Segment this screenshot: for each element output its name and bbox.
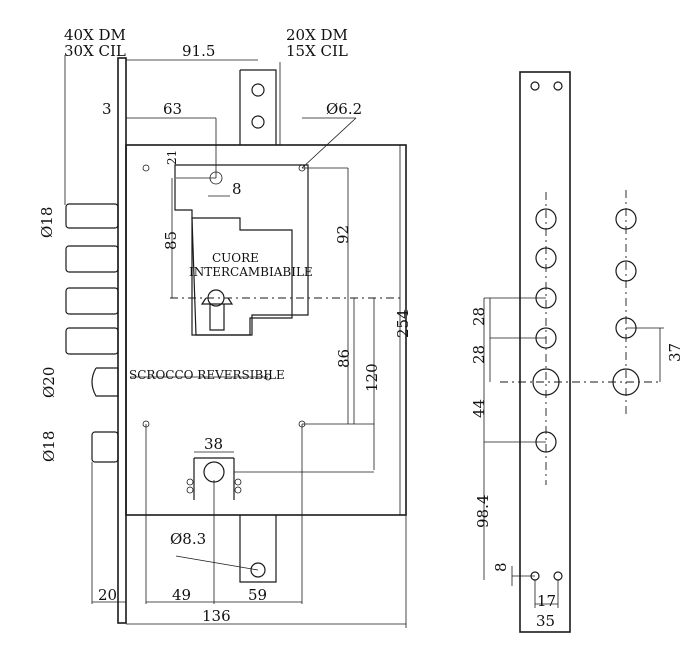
faceplate bbox=[117, 57, 127, 624]
dim-21: 21 bbox=[165, 150, 179, 165]
reversible-latch bbox=[91, 367, 119, 397]
small-hole bbox=[234, 478, 242, 486]
dim-120: 120 bbox=[363, 363, 381, 392]
label-40x-dm: 40X DM bbox=[64, 26, 126, 44]
dim-phi-18-top: Ø18 bbox=[38, 207, 56, 238]
label-30x-cil: 30X CIL bbox=[64, 42, 126, 60]
bolt-1 bbox=[65, 203, 119, 229]
dim-phi-18-bottom: Ø18 bbox=[40, 431, 58, 462]
dimension-lines-right bbox=[483, 297, 664, 633]
dim-8-right: 8 bbox=[492, 562, 510, 572]
faceplate-side bbox=[519, 71, 571, 633]
dim-28-a: 28 bbox=[470, 307, 488, 326]
dim-59: 59 bbox=[248, 586, 267, 604]
bottom-hole bbox=[250, 562, 266, 578]
dim-phi-20: Ø20 bbox=[40, 367, 58, 398]
dim-92: 92 bbox=[334, 225, 352, 244]
small-hole bbox=[186, 478, 194, 486]
dim-3: 3 bbox=[102, 100, 112, 118]
dim-phi-8-3: Ø8.3 bbox=[170, 530, 206, 548]
dim-86: 86 bbox=[335, 349, 353, 368]
dimension-lines-left bbox=[64, 55, 407, 628]
dim-49: 49 bbox=[172, 586, 191, 604]
tab-hole-1 bbox=[251, 83, 265, 97]
dim-136: 136 bbox=[202, 607, 231, 625]
dim-8-top: 8 bbox=[232, 180, 242, 198]
dim-17: 17 bbox=[537, 592, 556, 610]
label-scrocco-reversibile: SCROCCO REVERSIBILE bbox=[129, 368, 285, 382]
mount-hole bbox=[142, 164, 150, 172]
deadbolt-small bbox=[91, 431, 119, 463]
lock-case bbox=[125, 144, 407, 516]
dim-20: 20 bbox=[98, 586, 117, 604]
core-window bbox=[174, 164, 309, 336]
label-15x-cil: 15X CIL bbox=[286, 42, 348, 60]
faceplate-view bbox=[500, 71, 660, 633]
dim-35: 35 bbox=[536, 612, 555, 630]
right-view-labels: 28 28 44 98.4 37 8 17 35 bbox=[470, 307, 684, 630]
left-view-labels: 40X DM 30X CIL 20X DM 15X CIL 91.5 3 63 … bbox=[38, 26, 412, 625]
dim-98-4: 98.4 bbox=[474, 495, 492, 528]
label-20x-dm: 20X DM bbox=[286, 26, 348, 44]
small-hole bbox=[186, 486, 194, 494]
dim-28-b: 28 bbox=[470, 345, 488, 364]
tab-hole-2 bbox=[251, 115, 265, 129]
label-intercambiabile: INTERCAMBIABILE bbox=[189, 265, 313, 279]
bolt-3 bbox=[65, 287, 119, 315]
dim-91-5: 91.5 bbox=[182, 42, 215, 60]
dim-85: 85 bbox=[162, 231, 180, 250]
small-hole bbox=[234, 486, 242, 494]
dim-37: 37 bbox=[666, 343, 684, 362]
bolt-4 bbox=[65, 327, 119, 355]
dim-phi-6-2: Ø6.2 bbox=[326, 100, 362, 118]
handle-follower bbox=[203, 461, 225, 483]
core-cutout bbox=[191, 217, 293, 336]
dim-44: 44 bbox=[470, 399, 488, 418]
dim-38: 38 bbox=[204, 435, 223, 453]
bottom-tab bbox=[239, 515, 277, 583]
label-cuore: CUORE bbox=[212, 251, 259, 265]
bolt-2 bbox=[65, 245, 119, 273]
lock-body-view bbox=[65, 57, 407, 624]
dim-63: 63 bbox=[163, 100, 182, 118]
follower-frame bbox=[193, 457, 235, 500]
keyhole-shape bbox=[200, 297, 234, 331]
top-tab bbox=[239, 69, 277, 145]
screw-top-right bbox=[553, 81, 563, 91]
screw-bottom-right bbox=[553, 571, 563, 581]
dim-254: 254 bbox=[394, 309, 412, 338]
screw-top-left bbox=[530, 81, 540, 91]
